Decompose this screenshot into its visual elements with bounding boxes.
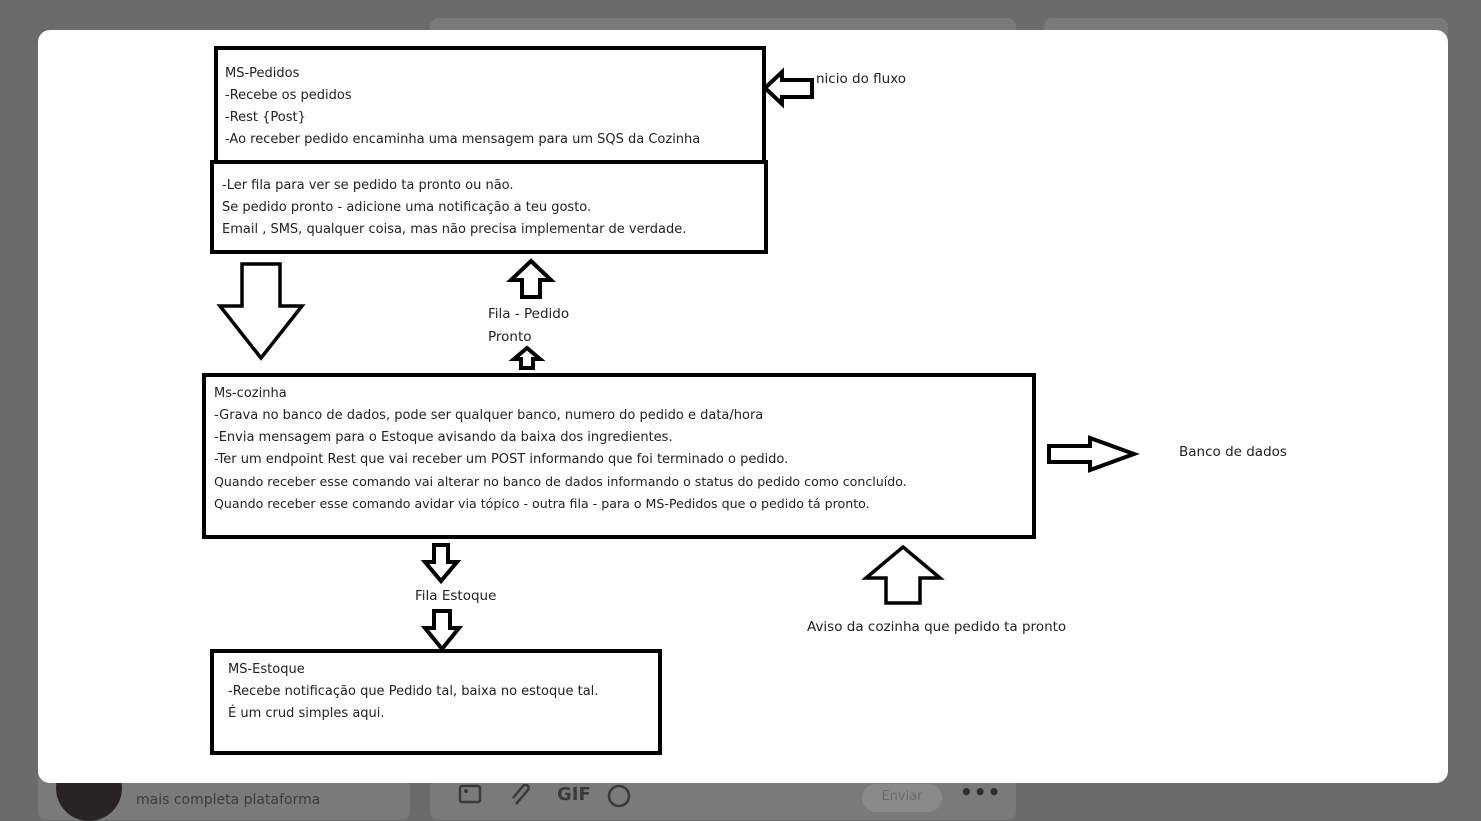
fila-estoque-label: Fila Estoque <box>415 588 497 604</box>
more-options-button[interactable]: ••• <box>960 780 1002 804</box>
down-arrow-large-icon <box>216 262 306 361</box>
ms-estoque-line: -Recebe notificação que Pedido tal, baix… <box>228 684 599 699</box>
fila-pedido-pronto-label: Pronto <box>488 329 532 345</box>
down-arrow-small-icon <box>420 609 464 653</box>
ms-pedidos-line: -Rest {Post} <box>225 110 306 125</box>
down-arrow-small-icon <box>420 543 462 585</box>
notificacao-line: Se pedido pronto - adicione uma notifica… <box>222 200 592 215</box>
ms-cozinha-line: Quando receber esse comando vai alterar … <box>214 474 907 489</box>
ms-estoque-line: MS-Estoque <box>228 662 305 677</box>
ms-pedidos-line: -Recebe os pedidos <box>225 88 352 103</box>
background-snippet-line: mais completa plataforma <box>136 792 321 808</box>
ms-estoque-line: É um crud simples aqui. <box>228 706 385 721</box>
ms-cozinha-line: Ms-cozinha <box>214 386 287 401</box>
inicio-arrow-icon <box>762 67 814 109</box>
up-arrow-outline-icon <box>861 544 945 605</box>
attachment-icon[interactable] <box>510 783 534 811</box>
notificacao-line: Email , SMS, qualquer coisa, mas não pre… <box>222 222 687 237</box>
inicio-label: nicio do fluxo <box>816 71 907 87</box>
notificacao-box: -Ler fila para ver se pedido ta pronto o… <box>210 160 768 254</box>
ms-pedidos-line: MS-Pedidos <box>225 66 300 81</box>
up-arrow-icon <box>505 258 557 299</box>
ms-cozinha-line: -Envia mensagem para o Estoque avisando … <box>214 430 673 445</box>
emoji-icon[interactable] <box>606 784 632 813</box>
notificacao-line: -Ler fila para ver se pedido ta pronto o… <box>222 178 514 193</box>
image-viewer-modal: MS-Pedidos -Recebe os pedidos -Rest {Pos… <box>38 30 1448 783</box>
right-arrow-icon <box>1047 435 1140 473</box>
up-arrow-small-icon <box>508 345 546 370</box>
ms-cozinha-box: Ms-cozinha -Grava no banco de dados, pod… <box>202 373 1036 539</box>
ms-cozinha-line: -Ter um endpoint Rest que vai receber um… <box>214 452 789 467</box>
ms-cozinha-line: -Grava no banco de dados, pode ser qualq… <box>214 408 764 423</box>
gif-button[interactable]: GIF <box>557 784 591 805</box>
banco-de-dados-label: Banco de dados <box>1179 444 1287 460</box>
image-icon[interactable] <box>458 784 482 809</box>
aviso-label: Aviso da cozinha que pedido ta pronto <box>807 619 1067 635</box>
ms-pedidos-line: -Ao receber pedido encaminha uma mensage… <box>225 132 701 147</box>
ms-cozinha-line: Quando receber esse comando avidar via t… <box>214 496 870 511</box>
send-button[interactable]: Enviar <box>862 784 942 812</box>
ms-pedidos-box: MS-Pedidos -Recebe os pedidos -Rest {Pos… <box>214 46 766 164</box>
fila-pedido-pronto-label: Fila - Pedido <box>488 306 570 322</box>
ms-estoque-box: MS-Estoque -Recebe notificação que Pedid… <box>210 649 662 755</box>
